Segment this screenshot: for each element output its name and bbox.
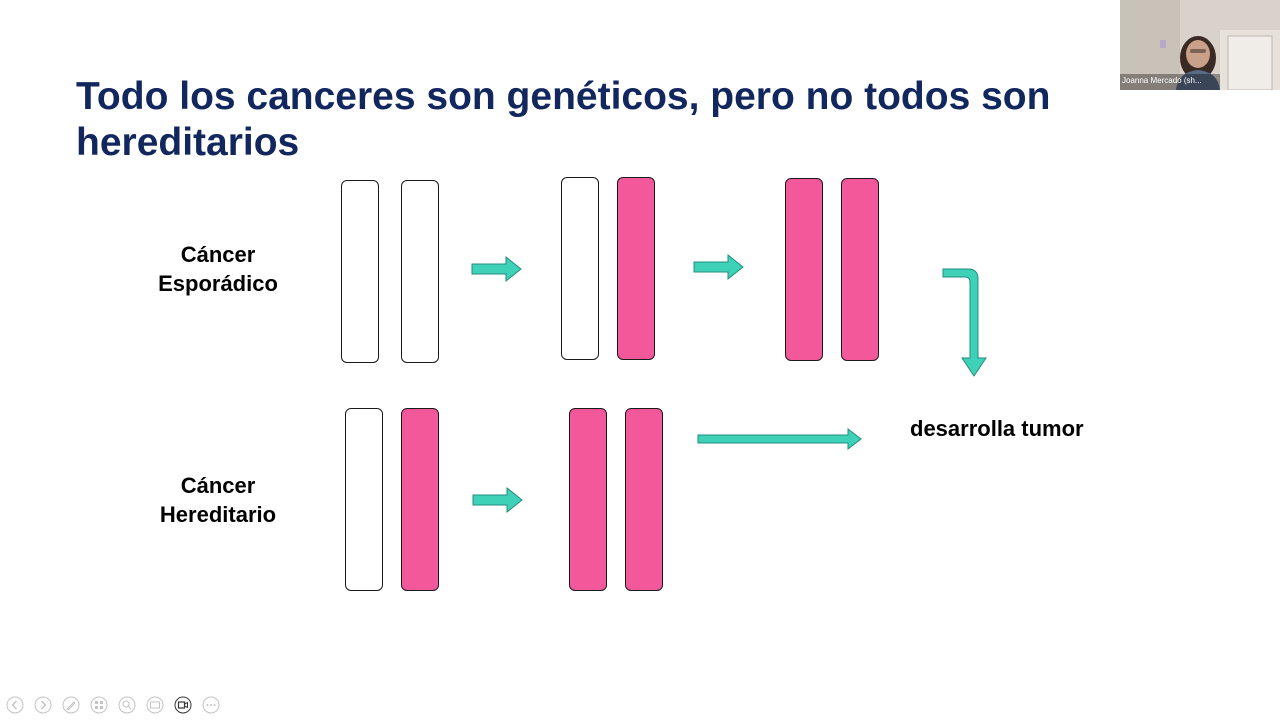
chromosome-mutated bbox=[617, 177, 655, 360]
see-all-slides-button[interactable] bbox=[88, 694, 110, 716]
row-label-line2: Esporádico bbox=[158, 271, 278, 296]
row-label-line1: Cáncer bbox=[180, 242, 256, 267]
right-arrow-icon bbox=[693, 253, 744, 281]
participant-name: Joanna Mercado (sh... bbox=[1122, 76, 1202, 85]
participant-video[interactable]: Joanna Mercado (sh... bbox=[1120, 0, 1280, 90]
zoom-icon bbox=[118, 696, 136, 714]
subtitles-button[interactable] bbox=[144, 694, 166, 716]
row-label-sporadic: Cáncer Esporádico bbox=[118, 240, 318, 298]
chromosome-mutated bbox=[401, 408, 439, 591]
row-label-line2: Hereditario bbox=[159, 502, 277, 527]
bent-down-arrow-icon bbox=[942, 268, 987, 377]
slide-title: Todo los canceres son genéticos, pero no… bbox=[76, 75, 1051, 164]
right-arrow-icon bbox=[472, 486, 523, 514]
slides-icon bbox=[90, 696, 108, 714]
row-label-line1: Cáncer bbox=[180, 473, 256, 498]
pen-icon bbox=[62, 696, 80, 714]
next-slide-button[interactable] bbox=[32, 694, 54, 716]
chromosome-mutated bbox=[569, 408, 607, 591]
chromosome-normal bbox=[561, 177, 599, 360]
camera-icon bbox=[174, 696, 192, 714]
video-frame-image bbox=[1120, 0, 1280, 90]
chromosome-normal bbox=[401, 180, 439, 363]
right-arrow-icon bbox=[471, 255, 522, 283]
more-options-button[interactable] bbox=[200, 694, 222, 716]
more-icon bbox=[202, 696, 220, 714]
row-label-hereditary: Cáncer Hereditario bbox=[118, 471, 318, 529]
subtitles-icon bbox=[146, 696, 164, 714]
pen-tool-button[interactable] bbox=[60, 694, 82, 716]
chromosome-normal bbox=[341, 180, 379, 363]
outcome-label: desarrolla tumor bbox=[910, 416, 1084, 441]
chromosome-mutated bbox=[785, 178, 823, 361]
chromosome-mutated bbox=[625, 408, 663, 591]
long-right-arrow-icon bbox=[697, 427, 862, 451]
camera-button[interactable] bbox=[172, 694, 194, 716]
previous-slide-button[interactable] bbox=[4, 694, 26, 716]
zoom-button[interactable] bbox=[116, 694, 138, 716]
previous-icon bbox=[6, 696, 24, 714]
chromosome-normal bbox=[345, 408, 383, 591]
presentation-toolbar bbox=[4, 694, 222, 716]
next-icon bbox=[34, 696, 52, 714]
chromosome-mutated bbox=[841, 178, 879, 361]
